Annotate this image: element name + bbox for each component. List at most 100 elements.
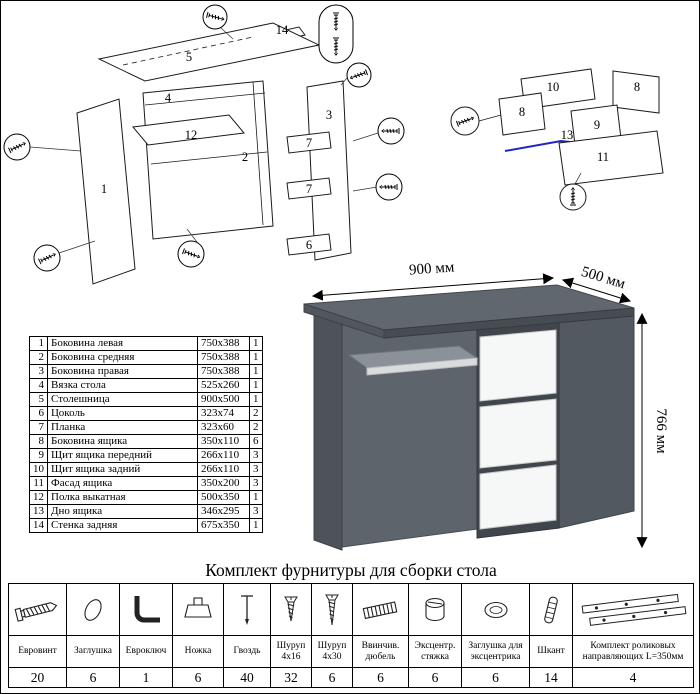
part-size: 350x110 [197, 434, 250, 449]
hardware-label: Заглушка [66, 635, 120, 668]
part-12-pullout-shelf [132, 114, 245, 146]
part-label: 3 [326, 108, 332, 122]
part-qty: 3 [249, 448, 263, 463]
part-qty: 1 [249, 490, 263, 505]
hardware-icon-cell [119, 583, 173, 636]
hardware-qty: 6 [66, 667, 120, 688]
part-number: 11 [29, 476, 48, 491]
drawer-front-1 [479, 329, 557, 402]
keyboard-tray-edge [366, 357, 478, 376]
hardware-qty-row: 20 6 1 6 40 32 6 6 6 6 14 4 [8, 667, 694, 688]
part-label: 13 [561, 128, 574, 142]
part-11-drawer-facade [558, 130, 664, 186]
euroscrew-icon [14, 601, 57, 622]
desk-part-labels: 14 5 4 12 2 1 3 7 7 6 [101, 23, 332, 252]
part-name: Цоколь [47, 406, 198, 421]
nail-icon [241, 594, 253, 625]
part-name: Дно ящика [47, 504, 198, 519]
part-number: 13 [29, 504, 48, 519]
hardware-qty: 1 [119, 667, 173, 688]
desk-carcass [142, 80, 274, 240]
hardware-kit-title: Комплект фурнитуры для сборки стола [205, 560, 497, 580]
drawer-front-3 [479, 464, 557, 530]
part-number: 3 [29, 364, 48, 379]
part-qty: 1 [249, 336, 263, 351]
wooden-dowel-icon [544, 596, 558, 623]
part-8-drawer-side [498, 92, 546, 136]
part-number: 6 [29, 406, 48, 421]
part-name: Боковина ящика [47, 434, 198, 449]
part-number: 12 [29, 490, 48, 505]
dimension-lines [311, 273, 648, 549]
part-name: Боковина средняя [47, 350, 198, 365]
drawer-part-labels: 10 8 8 9 13 11 [519, 80, 640, 164]
part-size: 750x388 [197, 350, 250, 365]
leg-icon [184, 596, 212, 618]
hardware-label: Комплект роликовых направляющих L=350мм [572, 635, 694, 668]
part-number: 7 [29, 420, 48, 435]
hardware-qty: 6 [352, 667, 409, 688]
hardware-icon-cell [461, 583, 530, 636]
part-label: 8 [519, 105, 525, 119]
desk-top-left-edge [303, 303, 385, 339]
drawer-unit-side [558, 314, 635, 529]
part-1-left-side [76, 98, 136, 285]
part-number: 14 [29, 518, 48, 533]
hex-key-icon [134, 595, 160, 622]
exploded-desk-diagram [76, 22, 352, 285]
part-number: 4 [29, 378, 48, 393]
part-qty: 3 [249, 476, 263, 491]
part-label: 2 [242, 150, 248, 164]
part-number: 10 [29, 462, 48, 477]
hardware-label: Эксцентр. стяжка [408, 635, 462, 668]
part-size: 323x74 [197, 406, 250, 421]
hardware-label: Заглушка для эксцентрика [461, 635, 530, 668]
cam-cover-icon [483, 601, 508, 618]
part-label: 11 [597, 150, 609, 164]
part-qty: 1 [249, 392, 263, 407]
hardware-icon-cell [572, 583, 694, 636]
part-qty: 2 [249, 406, 263, 421]
height-dimension-label: 766 мм [653, 408, 669, 454]
hardware-label: Евровинт [8, 635, 67, 668]
hardware-qty: 6 [408, 667, 462, 688]
desk-render [303, 284, 635, 551]
screw-4x30-icon [325, 594, 339, 625]
part-name: Планка [47, 420, 198, 435]
part-qty: 1 [249, 378, 263, 393]
hardware-qty: 20 [8, 667, 67, 688]
part-qty: 6 [249, 434, 263, 449]
hardware-icon-cell [8, 583, 67, 636]
hardware-label-row: Евровинт Заглушка Евроключ Ножка Гвоздь … [8, 635, 694, 668]
part-name: Полка выкатная [47, 490, 198, 505]
hardware-icon-cell [408, 583, 462, 636]
part-name: Вязка стола [47, 378, 198, 393]
part-number: 9 [29, 448, 48, 463]
part-qty: 3 [249, 504, 263, 519]
hardware-qty: 6 [461, 667, 530, 688]
hardware-icon-cell [529, 583, 573, 636]
hardware-label: Гвоздь [223, 635, 271, 668]
part-label: 7 [306, 182, 312, 196]
part-qty: 1 [249, 350, 263, 365]
part-qty: 2 [249, 420, 263, 435]
part-label: 14 [276, 23, 289, 37]
part-8-drawer-side [612, 70, 660, 114]
depth-dimension-line [561, 277, 632, 304]
depth-dimension-label: 500 мм [579, 264, 627, 293]
part-name: Боковина правая [47, 364, 198, 379]
hardware-icon-cell [311, 583, 353, 636]
part-qty: 1 [249, 518, 263, 533]
